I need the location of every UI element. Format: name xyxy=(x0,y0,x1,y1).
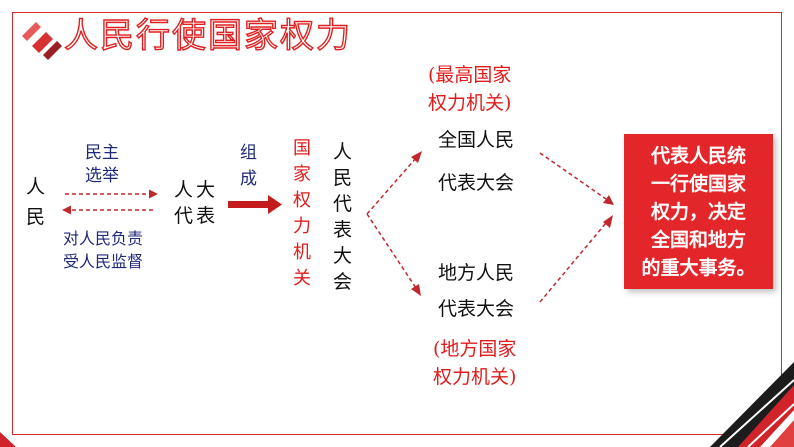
organ-char: 国 xyxy=(293,138,311,159)
chevron-decoration xyxy=(32,32,53,53)
election-line2: 选举 xyxy=(85,166,119,186)
corner-pattern xyxy=(710,362,794,447)
page-title: 人民行使国家权力 xyxy=(63,15,352,56)
local-congress-line2: 代表大会 xyxy=(438,298,515,320)
accountability-arrowhead xyxy=(62,205,71,215)
callout-line: 一行使国家 xyxy=(650,173,746,195)
compose-arrowhead xyxy=(268,195,282,214)
accountability-line1: 对人民负责 xyxy=(63,229,144,248)
npc-char: 大 xyxy=(333,245,353,267)
organ-char: 家 xyxy=(293,164,311,185)
national-congress-line1: 全国人民 xyxy=(438,129,515,151)
callout-line: 全国和地方 xyxy=(650,229,746,251)
deputies-line2: 代表 xyxy=(174,205,219,227)
election-line1: 民主 xyxy=(85,143,119,163)
callout-line: 权力，决定 xyxy=(650,201,746,223)
npc-char: 会 xyxy=(333,271,353,293)
npc-vertical-label: 人 民 代 表 大 会 xyxy=(333,143,352,292)
corner-triangle xyxy=(0,432,16,447)
local-organ-line1: (地方国家 xyxy=(433,338,517,360)
npc-char: 人 xyxy=(333,141,353,163)
local-organ-line2: 权力机关) xyxy=(433,366,517,388)
organ-char: 关 xyxy=(293,268,311,289)
npc-char: 民 xyxy=(333,167,353,189)
people-char: 人 xyxy=(26,176,46,198)
local-congress-line1: 地方人民 xyxy=(438,262,515,284)
conclusion-callout: 代表人民统 一行使国家 权力，决定 全国和地方 的重大事务。 xyxy=(624,134,773,289)
people-char: 民 xyxy=(26,206,46,228)
organ-char: 权 xyxy=(293,190,311,211)
npc-char: 表 xyxy=(333,219,353,241)
slide-frame xyxy=(12,12,782,435)
converge-arrow-upper xyxy=(539,152,607,200)
election-arrowhead xyxy=(149,189,158,199)
chevron-decoration xyxy=(22,22,41,41)
national-congress-line2: 代表大会 xyxy=(438,172,515,194)
compose-char: 成 xyxy=(240,169,257,189)
compose-char: 组 xyxy=(240,143,257,163)
branch-arrow-upper xyxy=(366,157,417,215)
compose-label: 组 成 xyxy=(240,145,257,188)
people-label: 人 民 xyxy=(26,178,45,227)
organ-char: 力 xyxy=(293,216,311,237)
npc-char: 代 xyxy=(333,193,353,215)
organ-char: 机 xyxy=(293,242,311,263)
branch-arrowhead-lower xyxy=(411,284,421,296)
highest-organ-line2: 权力机关) xyxy=(428,92,512,114)
callout-line: 的重大事务。 xyxy=(641,257,756,279)
highest-organ-line1: (最高国家 xyxy=(428,64,512,86)
converge-arrowhead-upper xyxy=(603,195,614,205)
deputies-line1: 人大 xyxy=(174,179,219,201)
converge-arrowhead-lower xyxy=(603,215,613,228)
converge-arrow-lower xyxy=(539,222,607,303)
branch-arrowhead-upper xyxy=(411,151,422,163)
callout-line: 代表人民统 xyxy=(650,145,746,167)
branch-arrow-lower xyxy=(366,213,417,289)
compose-arrow-shaft xyxy=(228,201,270,208)
chevron-decoration xyxy=(43,41,62,60)
accountability-line2: 受人民监督 xyxy=(63,252,144,271)
state-power-organ-label: 国 家 权 力 机 关 xyxy=(293,140,311,288)
